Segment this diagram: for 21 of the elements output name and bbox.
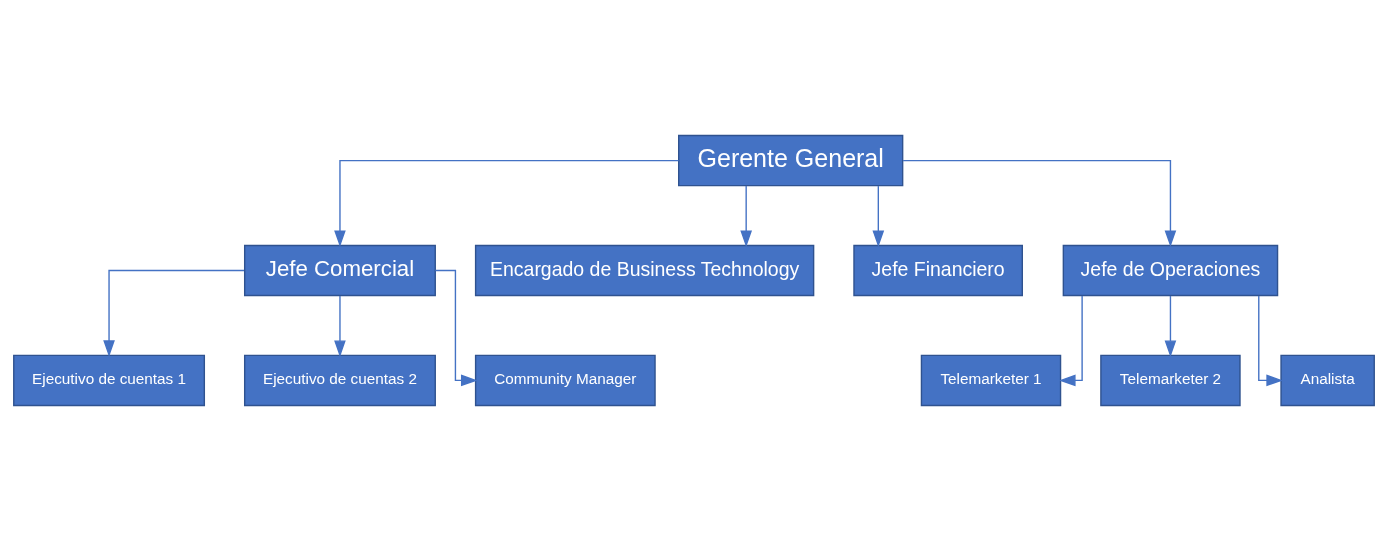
node-box: Ejecutivo de cuentas 1 bbox=[13, 354, 206, 407]
node-box: Jefe de Operaciones bbox=[1062, 244, 1279, 297]
arrow bbox=[434, 269, 478, 387]
node-box: Gerente General bbox=[678, 134, 904, 187]
arrow bbox=[334, 295, 346, 358]
arrow bbox=[334, 159, 680, 248]
arrow bbox=[740, 185, 752, 248]
node-box: Community Manager bbox=[474, 354, 656, 407]
node-box: Telemarketer 1 bbox=[920, 354, 1062, 407]
arrow bbox=[872, 185, 885, 248]
node-box: Encargado de Business Technology bbox=[474, 244, 815, 297]
arrow bbox=[1258, 295, 1284, 387]
node-box: Jefe Financiero bbox=[853, 244, 1023, 297]
arrow bbox=[103, 269, 245, 357]
arrow bbox=[1058, 295, 1083, 387]
node-box: Jefe Comercial bbox=[244, 244, 436, 297]
arrow bbox=[902, 159, 1177, 248]
node-box: Ejecutivo de cuentas 2 bbox=[244, 354, 436, 407]
arrow bbox=[1164, 295, 1177, 358]
node-box: Analista bbox=[1280, 354, 1375, 407]
node-box: Telemarketer 2 bbox=[1100, 354, 1241, 407]
